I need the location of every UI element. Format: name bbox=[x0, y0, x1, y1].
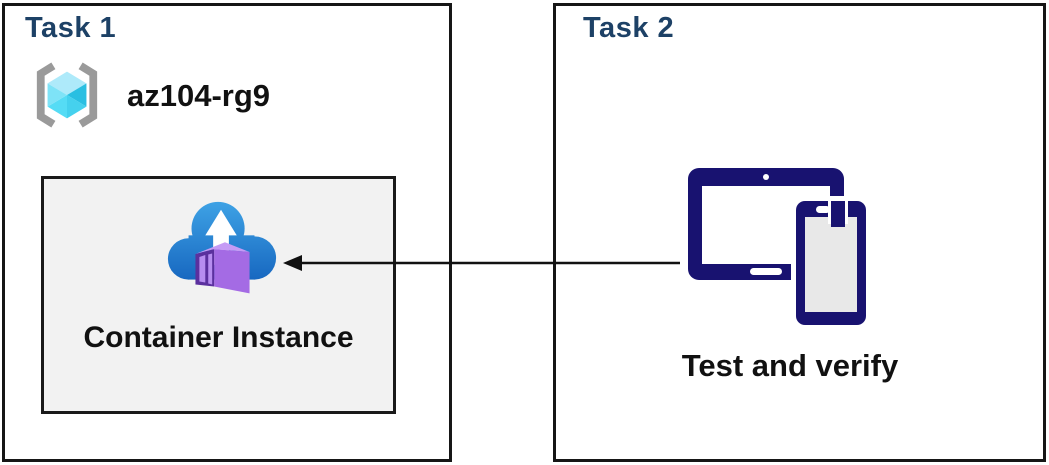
task2-title: Task 2 bbox=[583, 12, 675, 44]
resource-group-icon bbox=[36, 62, 98, 128]
tablet-camera-dot bbox=[763, 174, 769, 180]
devices-label: Test and verify bbox=[681, 348, 899, 383]
tablet-frame-overlay bbox=[828, 201, 848, 227]
phone-shape bbox=[791, 196, 871, 330]
left-bracket-shape bbox=[36, 62, 56, 128]
resource-group-name: az104-rg9 bbox=[127, 78, 271, 113]
phone-screen bbox=[805, 217, 857, 312]
tablet-home-slot bbox=[750, 268, 782, 275]
container-instance-label: Container Instance bbox=[83, 321, 354, 354]
container-cube-shape bbox=[195, 242, 250, 294]
task1-title: Task 1 bbox=[25, 12, 117, 44]
container-instance-icon bbox=[167, 201, 277, 294]
devices-icon bbox=[688, 168, 871, 330]
arrowhead-shape bbox=[283, 255, 302, 271]
cube-shape bbox=[47, 71, 87, 119]
connector-arrow bbox=[283, 255, 680, 271]
right-bracket-shape bbox=[78, 62, 98, 128]
phone-speaker-slot bbox=[816, 206, 830, 213]
